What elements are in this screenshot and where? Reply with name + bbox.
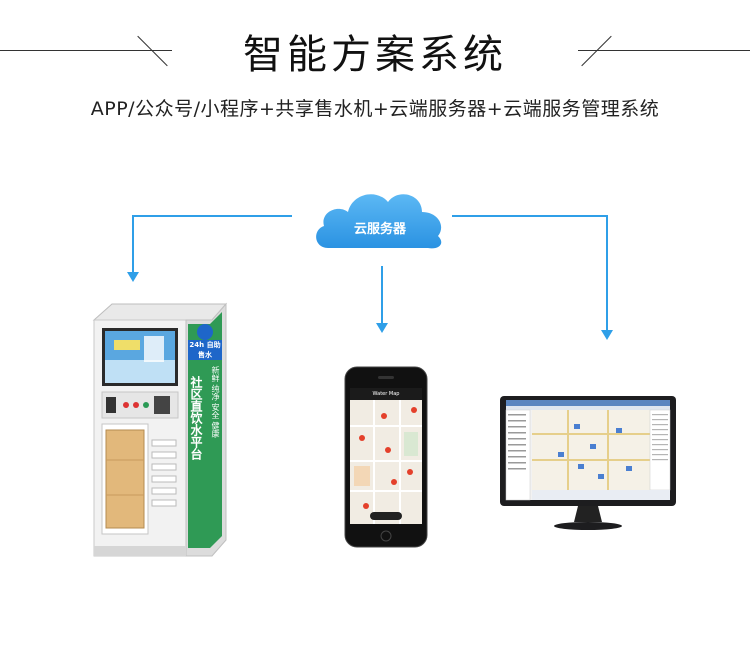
arrow-to-monitor bbox=[601, 330, 613, 340]
kiosk-slogan-3: 安全 bbox=[211, 403, 220, 420]
kiosk-badge-text: 自助售水 bbox=[198, 341, 221, 359]
phone-illustration bbox=[344, 366, 428, 548]
kiosk-slogan-2: 纯净 bbox=[211, 384, 220, 401]
phone-app-title: Water Map bbox=[372, 391, 400, 397]
connector-left-vertical bbox=[132, 215, 134, 273]
smartphone: Water Map bbox=[344, 366, 428, 548]
arrow-to-kiosk bbox=[127, 272, 139, 282]
kiosk-slogan-1: 新鲜 bbox=[211, 366, 220, 382]
connector-center-vertical bbox=[381, 266, 383, 324]
header-rule-right bbox=[578, 50, 750, 51]
page-subtitle: APP/公众号/小程序+共享售水机+云端服务器+云端服务管理系统 bbox=[90, 98, 660, 120]
arrow-to-phone bbox=[376, 323, 388, 333]
water-vending-kiosk: 24h 自助售水 社区直饮水平台 新鲜 纯净 安全 健康 bbox=[88, 300, 228, 562]
page-title: 智能方案系统 bbox=[243, 32, 507, 78]
connector-right-horizontal bbox=[452, 215, 608, 217]
desktop-monitor bbox=[498, 394, 678, 532]
kiosk-badge: 24h 自助售水 bbox=[188, 340, 222, 360]
cloud-label: 云服务器 bbox=[353, 222, 406, 237]
kiosk-illustration bbox=[92, 302, 228, 557]
connector-left-horizontal bbox=[132, 215, 292, 217]
kiosk-side-slogans: 新鲜 纯净 安全 健康 bbox=[206, 366, 220, 438]
kiosk-side-text: 社区直饮水平台 bbox=[189, 376, 203, 460]
kiosk-badge-hours: 24h bbox=[189, 341, 205, 349]
cloud-icon bbox=[316, 194, 442, 249]
header-rule-left bbox=[0, 50, 172, 51]
monitor-illustration bbox=[500, 396, 676, 530]
kiosk-slogan-4: 健康 bbox=[211, 421, 220, 438]
connector-right-vertical bbox=[606, 215, 608, 331]
